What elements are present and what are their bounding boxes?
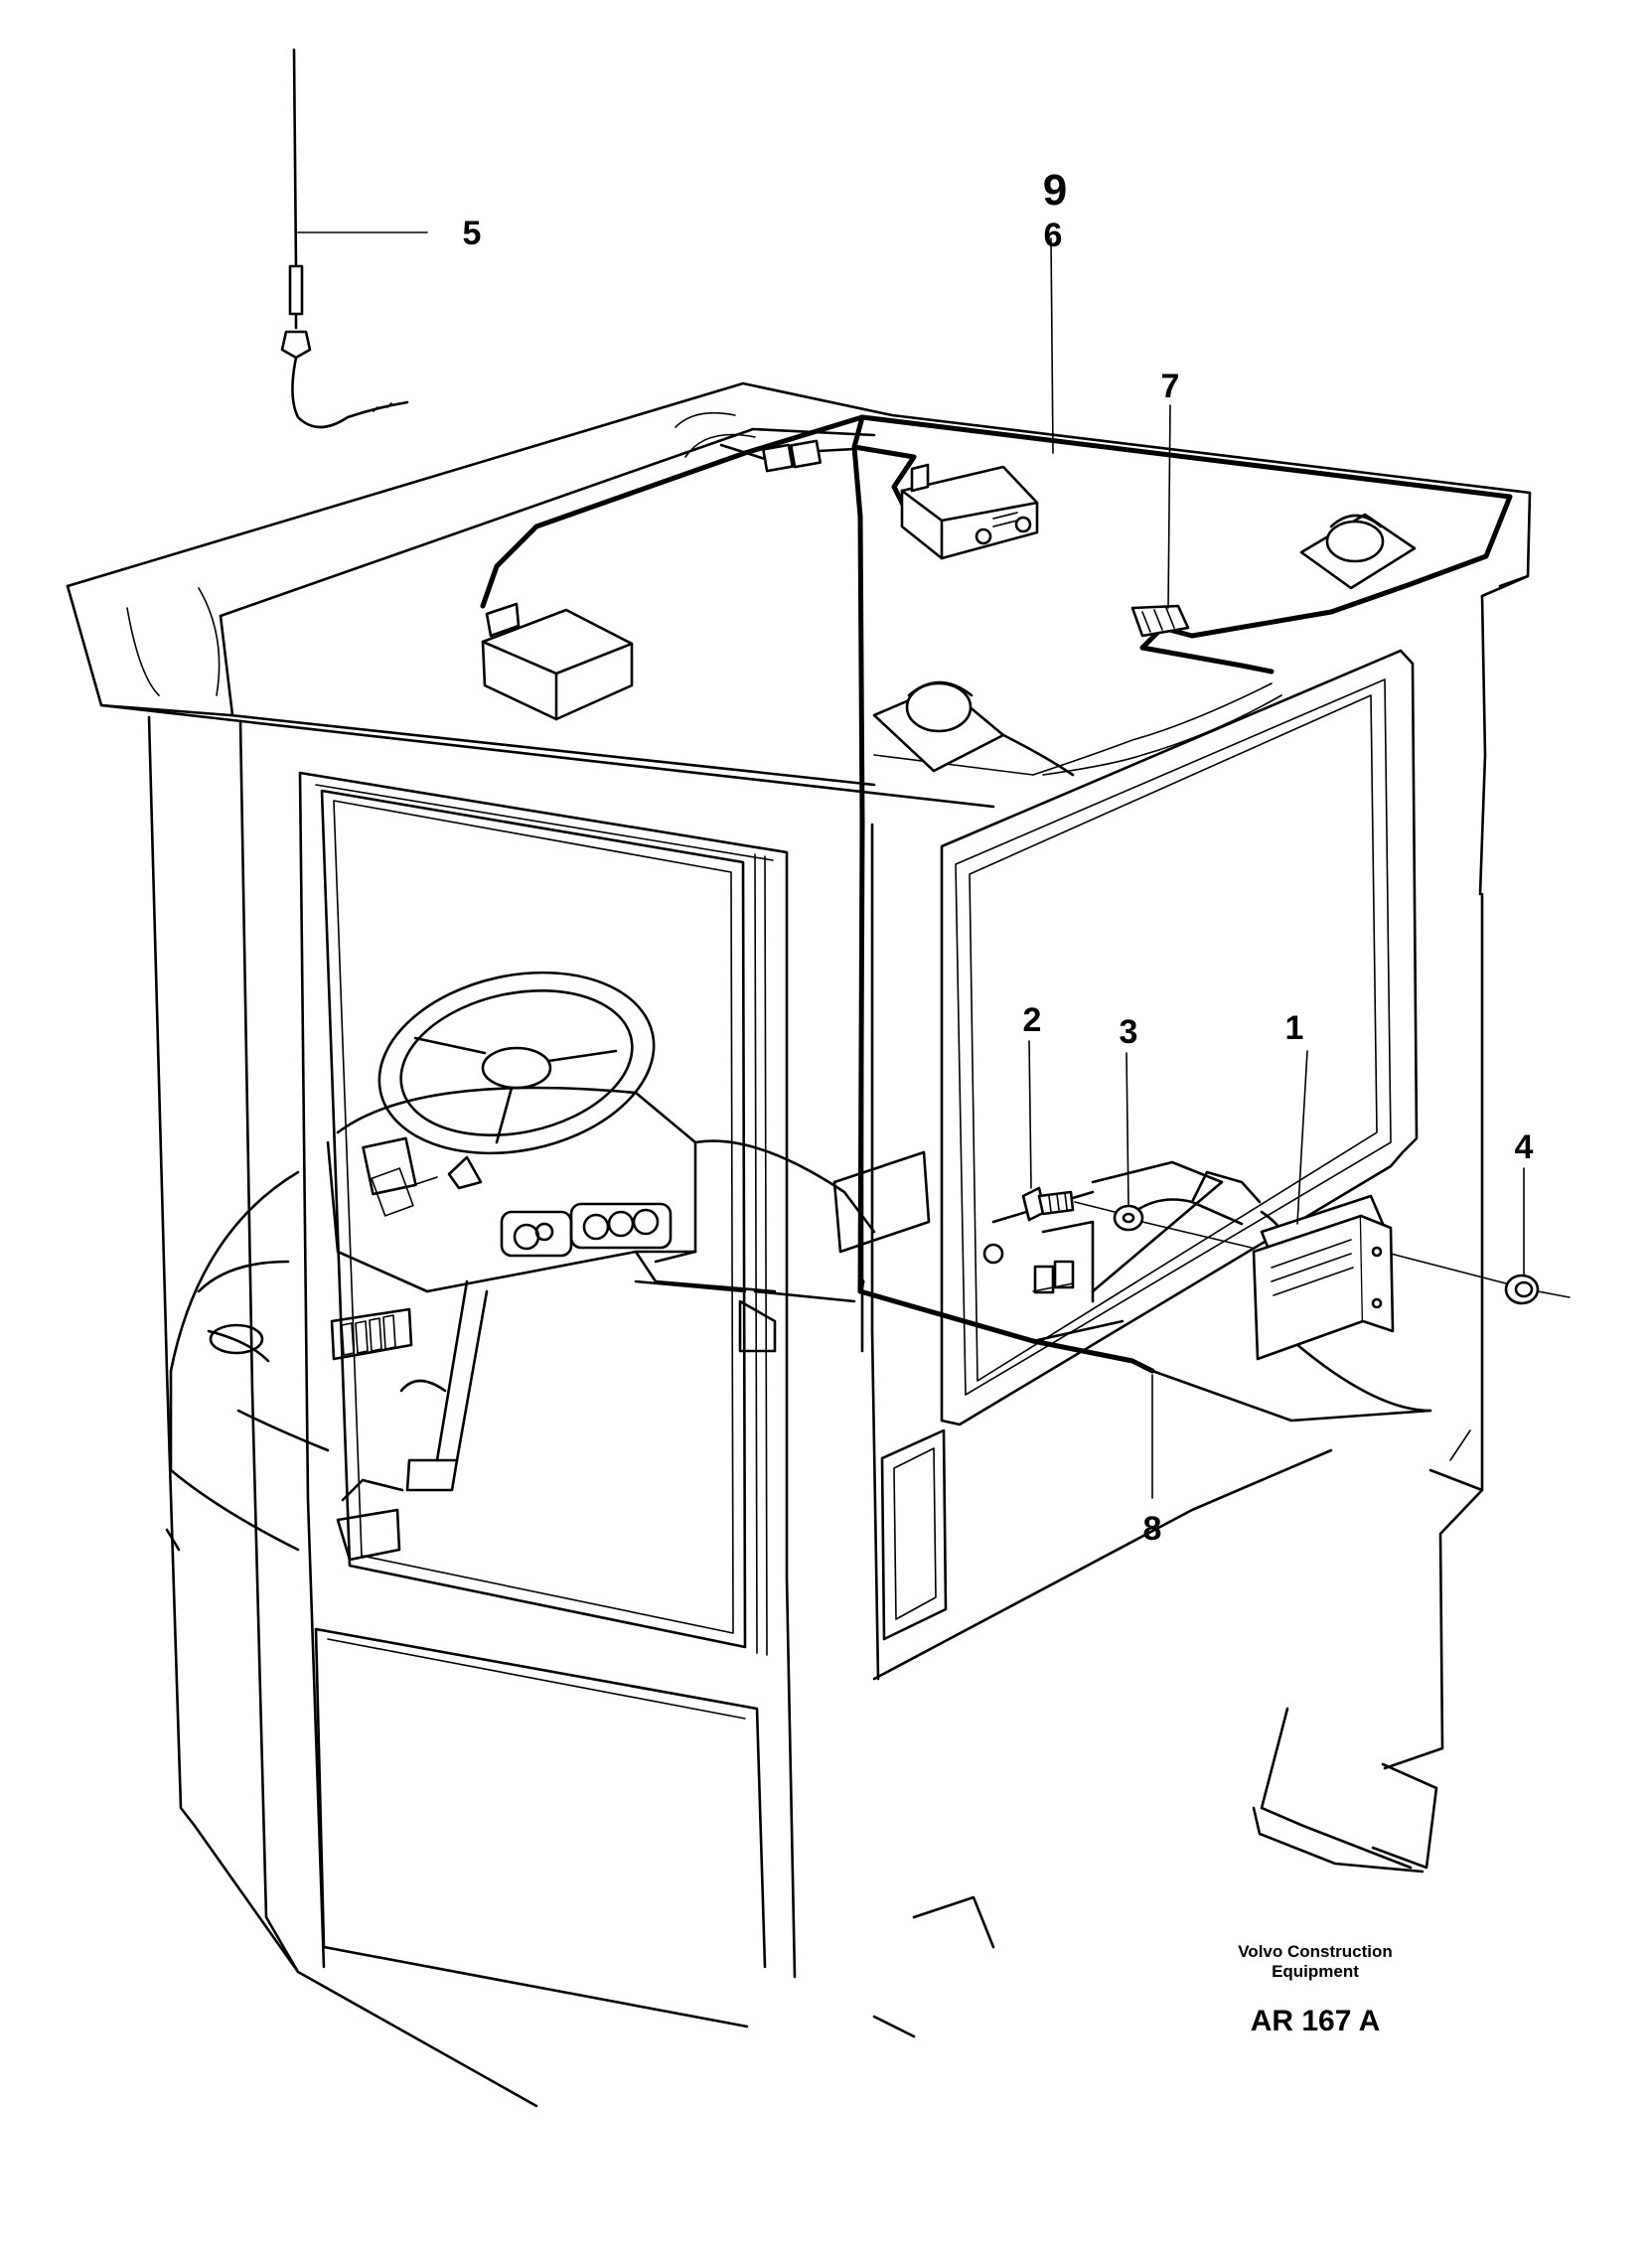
figure-reference: AR 167 A <box>1251 2005 1381 2037</box>
callout-1: 1 <box>1285 1009 1304 1047</box>
steering-wheel <box>377 971 656 1190</box>
speaker-left <box>872 680 1075 777</box>
roof-connector <box>719 439 856 473</box>
nut <box>1504 1274 1540 1305</box>
callout-3: 3 <box>1120 1013 1138 1051</box>
connector-7 <box>1130 604 1190 638</box>
rear-panel <box>832 1150 1262 1303</box>
callout-7: 7 <box>1161 368 1180 405</box>
callout-8: 8 <box>1143 1510 1162 1548</box>
antenna <box>280 48 409 429</box>
radio-mounting-bracket <box>1252 1194 1395 1361</box>
company-name-line1: Volvo Construction <box>1238 1942 1393 1961</box>
screw <box>1021 1186 1075 1222</box>
radio-unit <box>900 463 1039 560</box>
callout-5: 5 <box>463 215 482 252</box>
callout-9: 9 <box>1043 166 1067 215</box>
speaker-right <box>1299 513 1417 590</box>
washer <box>1113 1204 1144 1232</box>
amplifier-box <box>481 602 634 721</box>
company-name-line2: Equipment <box>1272 1962 1359 1981</box>
cab-outline <box>66 381 1532 2108</box>
leader-lines <box>297 231 1525 1499</box>
gauge-cluster <box>362 1136 417 1196</box>
callout-4: 4 <box>1515 1128 1534 1166</box>
dashboard <box>197 1086 876 1562</box>
callout-2: 2 <box>1023 1001 1042 1039</box>
callout-6: 6 <box>1044 217 1063 254</box>
